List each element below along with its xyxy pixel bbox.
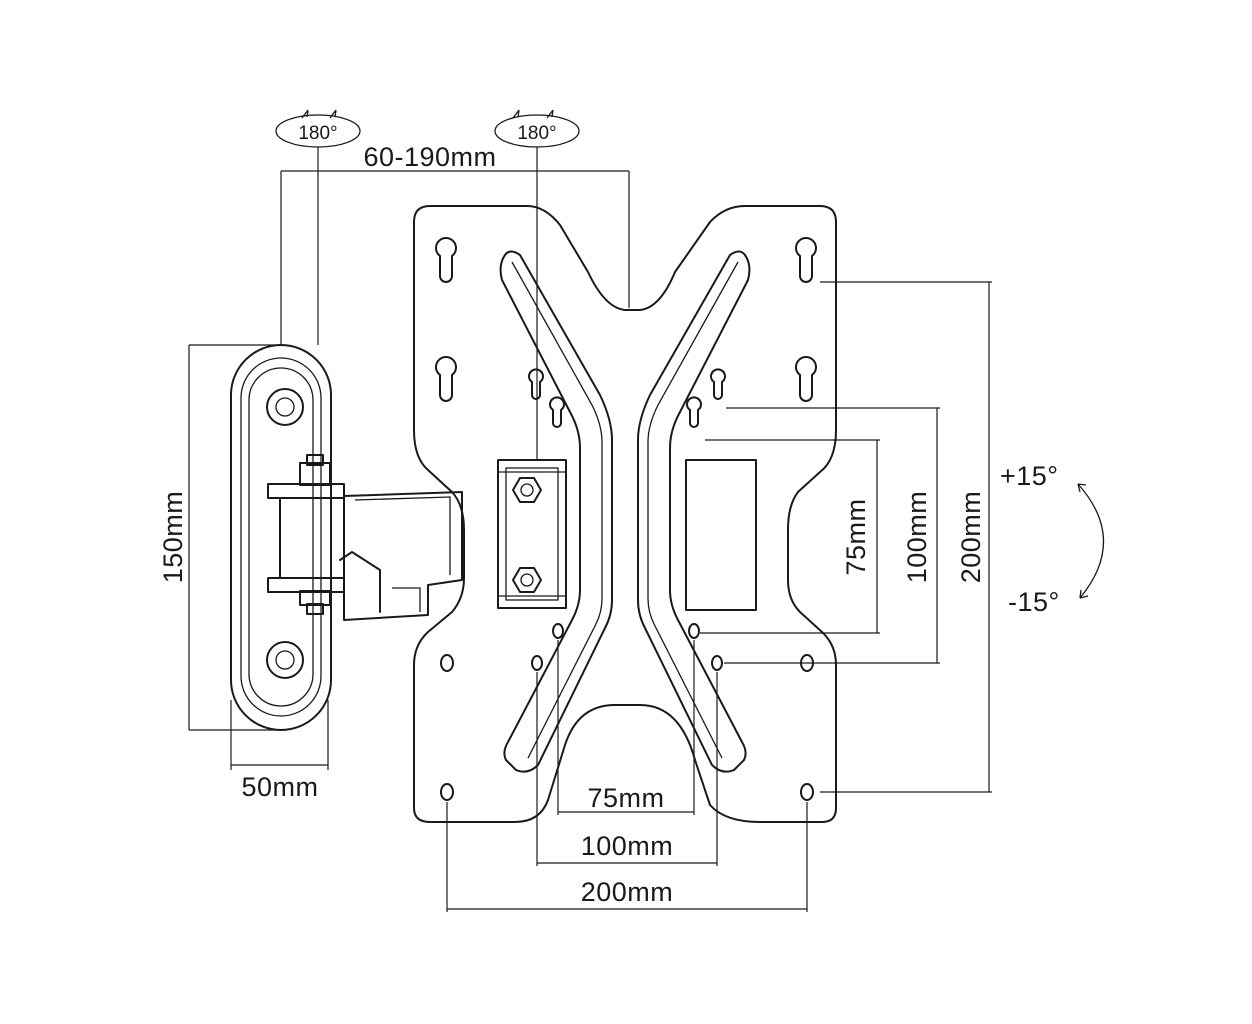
keyhole-slots bbox=[435, 237, 817, 428]
vesa-plate-ribs bbox=[499, 250, 751, 773]
wall-plate-height-dimension: 150mm bbox=[158, 344, 280, 731]
plate-bracket bbox=[497, 459, 567, 609]
vesa-horizontal-100-label: 100mm bbox=[581, 831, 674, 861]
mounting-holes bbox=[440, 623, 814, 801]
vesa-horizontal-100-dimension: 100mm bbox=[536, 672, 718, 866]
rotation-badge-left: 180° bbox=[275, 109, 361, 148]
wall-plate-height-label: 150mm bbox=[158, 491, 188, 584]
wall-plate-width-label: 50mm bbox=[241, 772, 318, 802]
vesa-vertical-100-dimension: 100mm bbox=[724, 407, 940, 664]
arm-extension-label: 60-190mm bbox=[363, 142, 496, 172]
vesa-vertical-100-label: 100mm bbox=[902, 491, 932, 584]
vesa-plate bbox=[413, 205, 837, 823]
wall-plate-width-dimension: 50mm bbox=[230, 700, 329, 802]
tilt-up-label: +15° bbox=[1000, 461, 1059, 491]
swivel-arm bbox=[267, 454, 463, 621]
wall-plate bbox=[230, 344, 332, 731]
rotation-right-label: 180° bbox=[517, 123, 556, 144]
vesa-horizontal-75-label: 75mm bbox=[587, 783, 664, 813]
tilt-indicator: +15° -15° bbox=[1000, 461, 1105, 617]
arm-extension-dimension: 60-190mm bbox=[280, 142, 630, 460]
vesa-vertical-75-dimension: 75mm bbox=[700, 439, 880, 634]
rotation-left-label: 180° bbox=[298, 123, 337, 144]
vesa-vertical-75-label: 75mm bbox=[841, 498, 871, 575]
rotation-badge-right: 180° bbox=[494, 109, 580, 148]
vesa-vertical-200-label: 200mm bbox=[956, 491, 986, 584]
vesa-horizontal-200-label: 200mm bbox=[581, 877, 674, 907]
vesa-horizontal-200-dimension: 200mm bbox=[446, 802, 808, 912]
tilt-down-label: -15° bbox=[1008, 587, 1060, 617]
plate-cutout bbox=[685, 459, 757, 611]
vesa-vertical-200-dimension: 200mm bbox=[820, 281, 992, 793]
vesa-horizontal-75-dimension: 75mm bbox=[557, 640, 695, 815]
